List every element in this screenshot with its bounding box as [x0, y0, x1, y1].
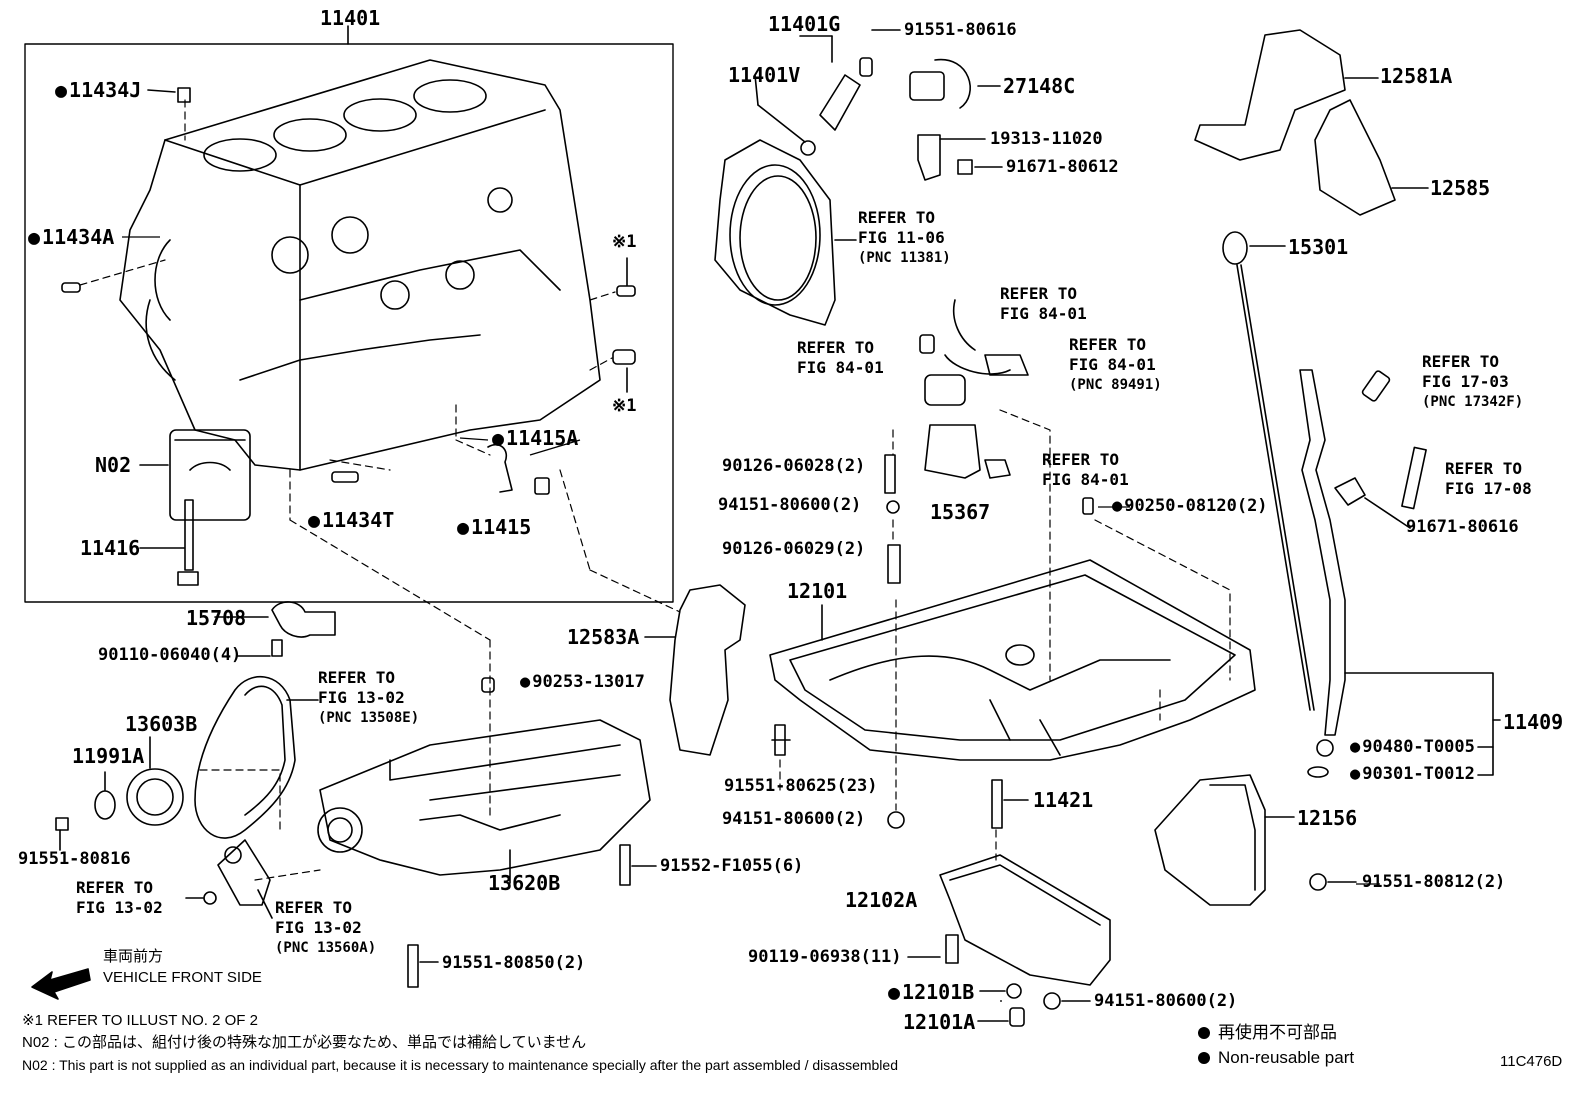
label-12101A[interactable]: 12101A: [903, 1010, 976, 1034]
vehicle-front-arrow: [31, 968, 91, 1000]
label-13603B[interactable]: 13603B: [125, 712, 198, 736]
label-91551-80616[interactable]: 91551-80616: [904, 20, 1017, 40]
ref-mark-1-lower: ※1: [612, 396, 637, 416]
label-15708[interactable]: 15708: [186, 606, 247, 630]
label-11991A[interactable]: 11991A: [72, 744, 145, 768]
balance-shaft-assembly-drawing: [317, 719, 651, 876]
vehicle-front-jp: 車両前方: [103, 948, 164, 965]
label-90126-06028[interactable]: 90126-06028(2): [722, 456, 866, 476]
label-11434A[interactable]: 11434A: [28, 227, 114, 247]
label-12102A[interactable]: 12102A: [845, 888, 918, 912]
lower-oil-pan-drawing: [939, 854, 1111, 986]
label-90480-T0005[interactable]: 90480-T0005: [1350, 739, 1475, 756]
diagram-code: 11C476D: [1500, 1053, 1563, 1070]
label-11434T[interactable]: 11434T: [308, 510, 394, 530]
label-90126-06029[interactable]: 90126-06029(2): [722, 539, 866, 559]
footnote-ref-illust: ※1 REFER TO ILLUST NO. 2 OF 2: [22, 1012, 258, 1029]
label-90253-13017[interactable]: 90253-13017: [520, 674, 645, 691]
vehicle-front-label: 車両前方 VEHICLE FRONT SIDE: [103, 946, 262, 988]
label-91671-80616[interactable]: 91671-80616: [1406, 517, 1519, 537]
oil-pan-drawing: [769, 559, 1256, 761]
label-12101[interactable]: 12101: [787, 579, 848, 603]
label-91671-80612[interactable]: 91671-80612: [1006, 157, 1119, 177]
label-11416[interactable]: 11416: [80, 536, 141, 560]
label-11434J[interactable]: 11434J: [55, 80, 141, 100]
non-reusable-bullet-icon: [1198, 1052, 1210, 1064]
label-12156[interactable]: 12156: [1297, 806, 1358, 830]
label-91551-80850[interactable]: 91551-80850(2): [442, 953, 586, 973]
label-90119-06938[interactable]: 90119-06938(11): [748, 947, 902, 967]
cylinder-block-drawing: [119, 59, 601, 521]
legend-non-reusable-en: Non-reusable part: [1198, 1049, 1354, 1066]
label-11401V[interactable]: 11401V: [728, 63, 801, 87]
label-13620B[interactable]: 13620B: [488, 871, 561, 895]
label-12581A[interactable]: 12581A: [1380, 64, 1453, 88]
label-90250-08120[interactable]: 90250-08120(2): [1112, 498, 1267, 515]
label-90301-T0012[interactable]: 90301-T0012: [1350, 766, 1475, 783]
label-15367[interactable]: 15367: [930, 500, 991, 524]
label-11415[interactable]: 11415: [457, 517, 531, 537]
oil-seal-retainer-drawing: [714, 139, 836, 326]
block-group-frame: [24, 43, 674, 603]
footnote-n02-en: N02 : This part is not supplied as an in…: [22, 1057, 898, 1073]
label-91551-80816[interactable]: 91551-80816: [18, 849, 131, 869]
label-94151-80600-a[interactable]: 94151-80600(2): [718, 495, 862, 515]
legend-non-reusable-jp: 再使用不可部品: [1198, 1024, 1337, 1041]
label-90110-06040[interactable]: 90110-06040(4): [98, 645, 242, 665]
label-11409[interactable]: 11409: [1503, 710, 1564, 734]
label-19313-11020[interactable]: 19313-11020: [990, 129, 1103, 149]
non-reusable-bullet-icon: [1198, 1027, 1210, 1039]
label-27148C[interactable]: 27148C: [1003, 74, 1076, 98]
ref-mark-1-upper: ※1: [612, 232, 637, 252]
vehicle-front-en: VEHICLE FRONT SIDE: [103, 969, 262, 986]
label-91552-F1055[interactable]: 91552-F1055(6): [660, 856, 804, 876]
label-94151-80600-c[interactable]: 94151-80600(2): [1094, 991, 1238, 1011]
footnote-n02-jp: N02 : この部品は、組付け後の特殊な加工が必要なため、単品では補給していませ…: [22, 1034, 587, 1051]
label-12585[interactable]: 12585: [1430, 176, 1491, 200]
label-91551-80625[interactable]: 91551-80625(23): [724, 776, 878, 796]
label-91551-80812[interactable]: 91551-80812(2): [1362, 872, 1506, 892]
label-94151-80600-b[interactable]: 94151-80600(2): [722, 809, 866, 829]
label-12101B[interactable]: 12101B: [888, 982, 974, 1002]
label-11401G[interactable]: 11401G: [768, 12, 841, 36]
label-11415A[interactable]: 11415A: [492, 428, 578, 448]
label-15301[interactable]: 15301: [1288, 235, 1349, 259]
label-12583A[interactable]: 12583A: [567, 625, 640, 649]
label-11421[interactable]: 11421: [1033, 788, 1094, 812]
label-11401[interactable]: 11401: [320, 6, 381, 30]
label-N02[interactable]: N02: [95, 453, 132, 477]
